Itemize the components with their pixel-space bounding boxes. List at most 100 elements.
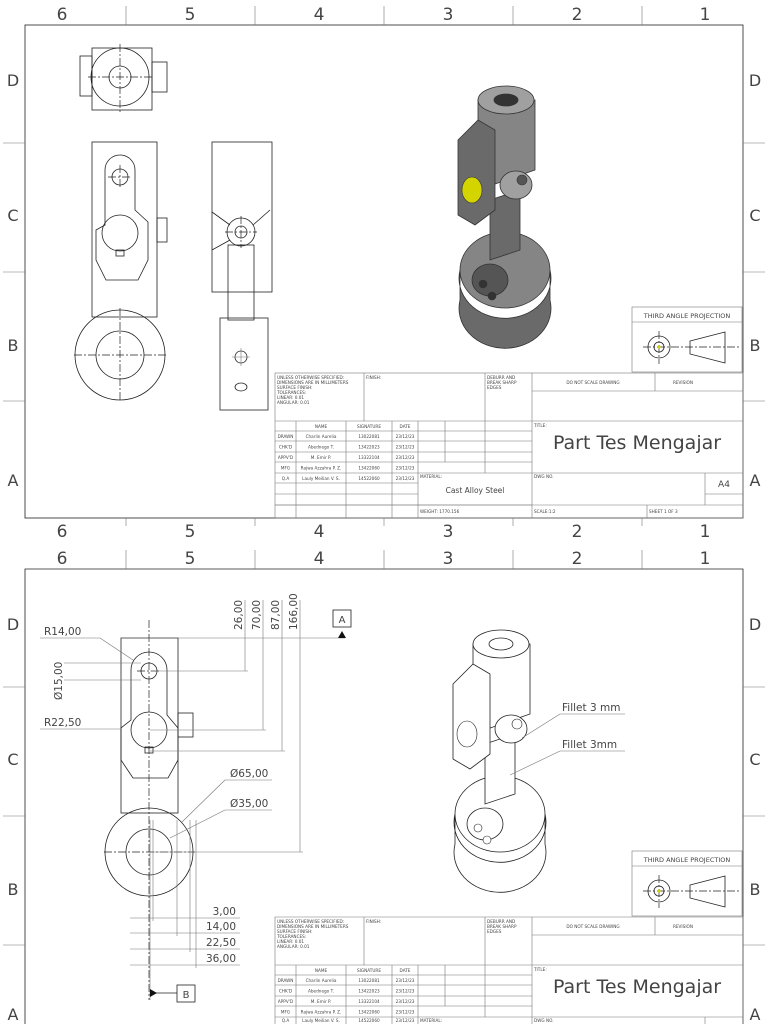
revision-label: REVISION xyxy=(673,380,693,385)
sheet-border xyxy=(24,568,744,1024)
role-label: DRAWN xyxy=(278,978,294,983)
zone-label: 3 xyxy=(443,522,454,542)
zone-label: C xyxy=(7,750,18,769)
radius-dimension: R22,50 xyxy=(44,717,81,729)
highlighted-face xyxy=(461,176,483,204)
zone-label: 6 xyxy=(57,5,68,25)
zone-label: B xyxy=(8,880,19,899)
front-view xyxy=(91,141,158,318)
role-label: MFG xyxy=(281,466,290,471)
signer-name: Abednego T. xyxy=(308,445,334,450)
zone-label: B xyxy=(750,880,761,899)
role-label: APPV'D xyxy=(278,999,293,1004)
zone-label: 3 xyxy=(443,5,454,25)
date-value: 23/12/23 xyxy=(396,999,415,1004)
third-angle-projection-symbol: THIRD ANGLE PROJECTION xyxy=(631,850,743,917)
do-not-scale-label: DO NOT SCALE DRAWING xyxy=(566,380,619,385)
drawing-title: Part Tes Mengajar xyxy=(553,976,721,998)
zone-label: D xyxy=(7,615,19,634)
signer-name: M. Emir P. xyxy=(311,999,331,1004)
do-not-scale-label: DO NOT SCALE DRAWING xyxy=(566,924,619,929)
material-label: MATERIAL: xyxy=(420,474,442,479)
title-label: TITLE: xyxy=(533,423,547,428)
tolerance-note: UNLESS OTHERWISE SPECIFIED: xyxy=(277,375,344,380)
signer-name: Charlin Aurelia xyxy=(306,434,337,439)
radius-dimension: R14,00 xyxy=(44,626,81,638)
diameter-dimension: Ø15,00 xyxy=(53,662,65,700)
signature-value: 14522060 xyxy=(358,476,380,481)
zone-label: 5 xyxy=(185,522,196,542)
tolerance-note: LINEAR: 0.01 xyxy=(277,939,304,944)
signer-name: Rajwa Azzahra P. Z. xyxy=(301,466,342,471)
sheet-number: SHEET 1 OF 3 xyxy=(649,509,678,514)
column-header: SIGNATURE xyxy=(357,424,381,429)
dimension-label: 36,00 xyxy=(206,953,236,965)
weight-value: WEIGHT: 1770.156 xyxy=(420,509,460,514)
signature-value: 13422060 xyxy=(358,466,380,471)
signature-value: 14522060 xyxy=(358,1018,380,1023)
zone-label: 4 xyxy=(314,5,325,25)
zone-label: C xyxy=(7,206,18,225)
top-view xyxy=(91,47,153,111)
zone-label: D xyxy=(749,71,761,90)
zone-label: 6 xyxy=(57,522,68,542)
tolerance-note: TOLERANCES: xyxy=(276,390,306,395)
tolerance-note: SURFACE FINISH: xyxy=(277,929,313,934)
projection-label: THIRD ANGLE PROJECTION xyxy=(643,312,731,320)
scale-value: SCALE:1:2 xyxy=(534,509,556,514)
revision-label: REVISION xyxy=(673,924,693,929)
orthographic-views xyxy=(74,44,273,411)
signer-name: Lauly Meilian V. S. xyxy=(302,476,340,481)
finish-label: FINISH: xyxy=(366,919,381,924)
diameter-dimension: Ø35,00 xyxy=(230,798,268,810)
dimension-label: 26,00 xyxy=(233,600,245,630)
zone-label: A xyxy=(750,1005,761,1024)
material-label: MATERIAL: xyxy=(420,1018,442,1023)
zone-label: 5 xyxy=(185,549,196,569)
deburr-note: EDGES xyxy=(487,385,502,390)
fillet-callout: Fillet 3mm xyxy=(562,739,617,751)
zone-label: 4 xyxy=(314,549,325,569)
signer-name: Abednego T. xyxy=(308,989,334,994)
signature-value: 13322104 xyxy=(358,999,380,1004)
role-label: MFG xyxy=(281,1010,290,1015)
date-value: 23/12/23 xyxy=(396,476,415,481)
dimension-label: 3,00 xyxy=(213,906,236,918)
role-label: Q.A xyxy=(282,1018,290,1023)
tolerance-note: DIMENSIONS ARE IN MILLIMETERS xyxy=(277,380,349,385)
zone-label: 1 xyxy=(700,549,711,569)
zone-label: A xyxy=(8,471,19,490)
material-value: Cast Alloy Steel xyxy=(446,486,505,495)
sheet-size: A4 xyxy=(718,480,730,490)
datum-a-box xyxy=(332,609,352,628)
highlighted-face xyxy=(456,720,478,748)
zone-label: 1 xyxy=(700,5,711,25)
fillet-annotations: Fillet 3 mm Fillet 3mm xyxy=(509,702,625,776)
fillet-callout: Fillet 3 mm xyxy=(562,702,620,714)
signature-value: 13422060 xyxy=(358,1010,380,1015)
signature-value: 13022081 xyxy=(358,978,380,983)
column-header: DATE xyxy=(400,968,411,973)
datum-label: B xyxy=(183,990,190,1001)
datum-b-box xyxy=(176,984,196,1003)
tolerance-note: DIMENSIONS ARE IN MILLIMETERS xyxy=(277,924,349,929)
date-value: 23/12/23 xyxy=(396,989,415,994)
tolerance-note: ANGULAR: 0.01 xyxy=(277,400,310,405)
deburr-note: BREAK SHARP xyxy=(487,924,517,929)
third-angle-projection-symbol: THIRD ANGLE PROJECTION xyxy=(631,306,743,373)
column-header: NAME xyxy=(315,968,328,973)
dimension-label: 87,00 xyxy=(270,600,282,630)
diameter-dimension: Ø65,00 xyxy=(230,768,268,780)
dwg-no-label: DWG NO. xyxy=(534,1018,554,1023)
side-view xyxy=(211,141,273,293)
column-header: NAME xyxy=(315,424,328,429)
zone-label: A xyxy=(750,471,761,490)
title-block: UNLESS OTHERWISE SPECIFIED:DIMENSIONS AR… xyxy=(274,916,744,1024)
tolerance-note: SURFACE FINISH: xyxy=(277,385,313,390)
zone-label: C xyxy=(749,750,760,769)
